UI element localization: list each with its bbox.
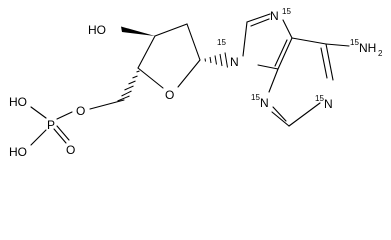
bond-c4-n9 (257, 64, 279, 70)
wedge-bond-c3-oh (121, 26, 155, 36)
bond-c3-c2 (154, 23, 188, 37)
label-n9-nitrogen: N (230, 55, 239, 69)
bond-n1-c2 (288, 102, 321, 127)
label-phosphate-hydroxyl-bottom: HO (9, 145, 27, 159)
bond-n7-c5 (282, 19, 293, 39)
atom-labels: HO O 15 N N 15 15 NH 2 15 N 15 N O P HO … (9, 7, 383, 159)
label-n3-nitrogen: N (260, 96, 269, 110)
hashed-bond-c1-n9 (204, 52, 228, 68)
bond-o4-c4 (137, 67, 164, 89)
bond-c8-n7 (246, 13, 271, 23)
bond-c6-n1-double (320, 47, 328, 79)
hashed-bond-c4-c5 (117, 70, 140, 102)
label-ester-oxygen: O (76, 104, 85, 118)
label-n1-nitrogen: N (324, 97, 333, 111)
bond-o-p (56, 111, 73, 120)
bond-c1-o4 (177, 59, 201, 88)
bond-c6-nh2 (325, 43, 350, 47)
isotope-n9: 15 (217, 38, 226, 47)
label-phosphate-hydroxyl-top: HO (9, 95, 27, 109)
isotope-n1: 15 (315, 94, 324, 103)
bond-c5-c4 (277, 37, 293, 70)
bond-p-oxo-a (53, 128, 67, 144)
bond-c2-c1 (186, 23, 201, 61)
bond-p-oxo-b (56, 125, 70, 141)
label-amino-subscript: 2 (378, 49, 383, 58)
label-n7-nitrogen: N (270, 9, 279, 23)
isotope-n7: 15 (282, 7, 291, 16)
label-phosphate-oxo: O (66, 143, 75, 157)
label-phosphorus: P (47, 118, 55, 132)
bond-c2-n3-double (272, 106, 287, 122)
bond-c6-n1 (325, 43, 334, 81)
bond-n3-c4 (268, 68, 279, 93)
bond-c5-o (89, 99, 125, 110)
bond-p-oh-top (30, 106, 47, 119)
bond-c8-n7-double (250, 18, 270, 27)
isotope-n3: 15 (251, 93, 260, 102)
bond-c2-n3 (271, 111, 290, 127)
bond-c5-c4-double (274, 39, 288, 67)
label-3prime-hydroxyl: HO (88, 23, 106, 37)
bond-p-oh-bottom (30, 129, 47, 146)
isotope-nh2: 15 (350, 38, 359, 47)
bond-lines (30, 13, 350, 146)
label-ring-oxygen: O (165, 88, 174, 102)
label-amino-group: NH (359, 41, 376, 55)
bond-n9-c8 (242, 21, 248, 57)
bond-c5-c6 (291, 37, 327, 45)
molecule-structure-diagram: HO O 15 N N 15 15 NH 2 15 N 15 N O P HO … (9, 7, 383, 159)
bond-c4-c3 (137, 35, 156, 69)
